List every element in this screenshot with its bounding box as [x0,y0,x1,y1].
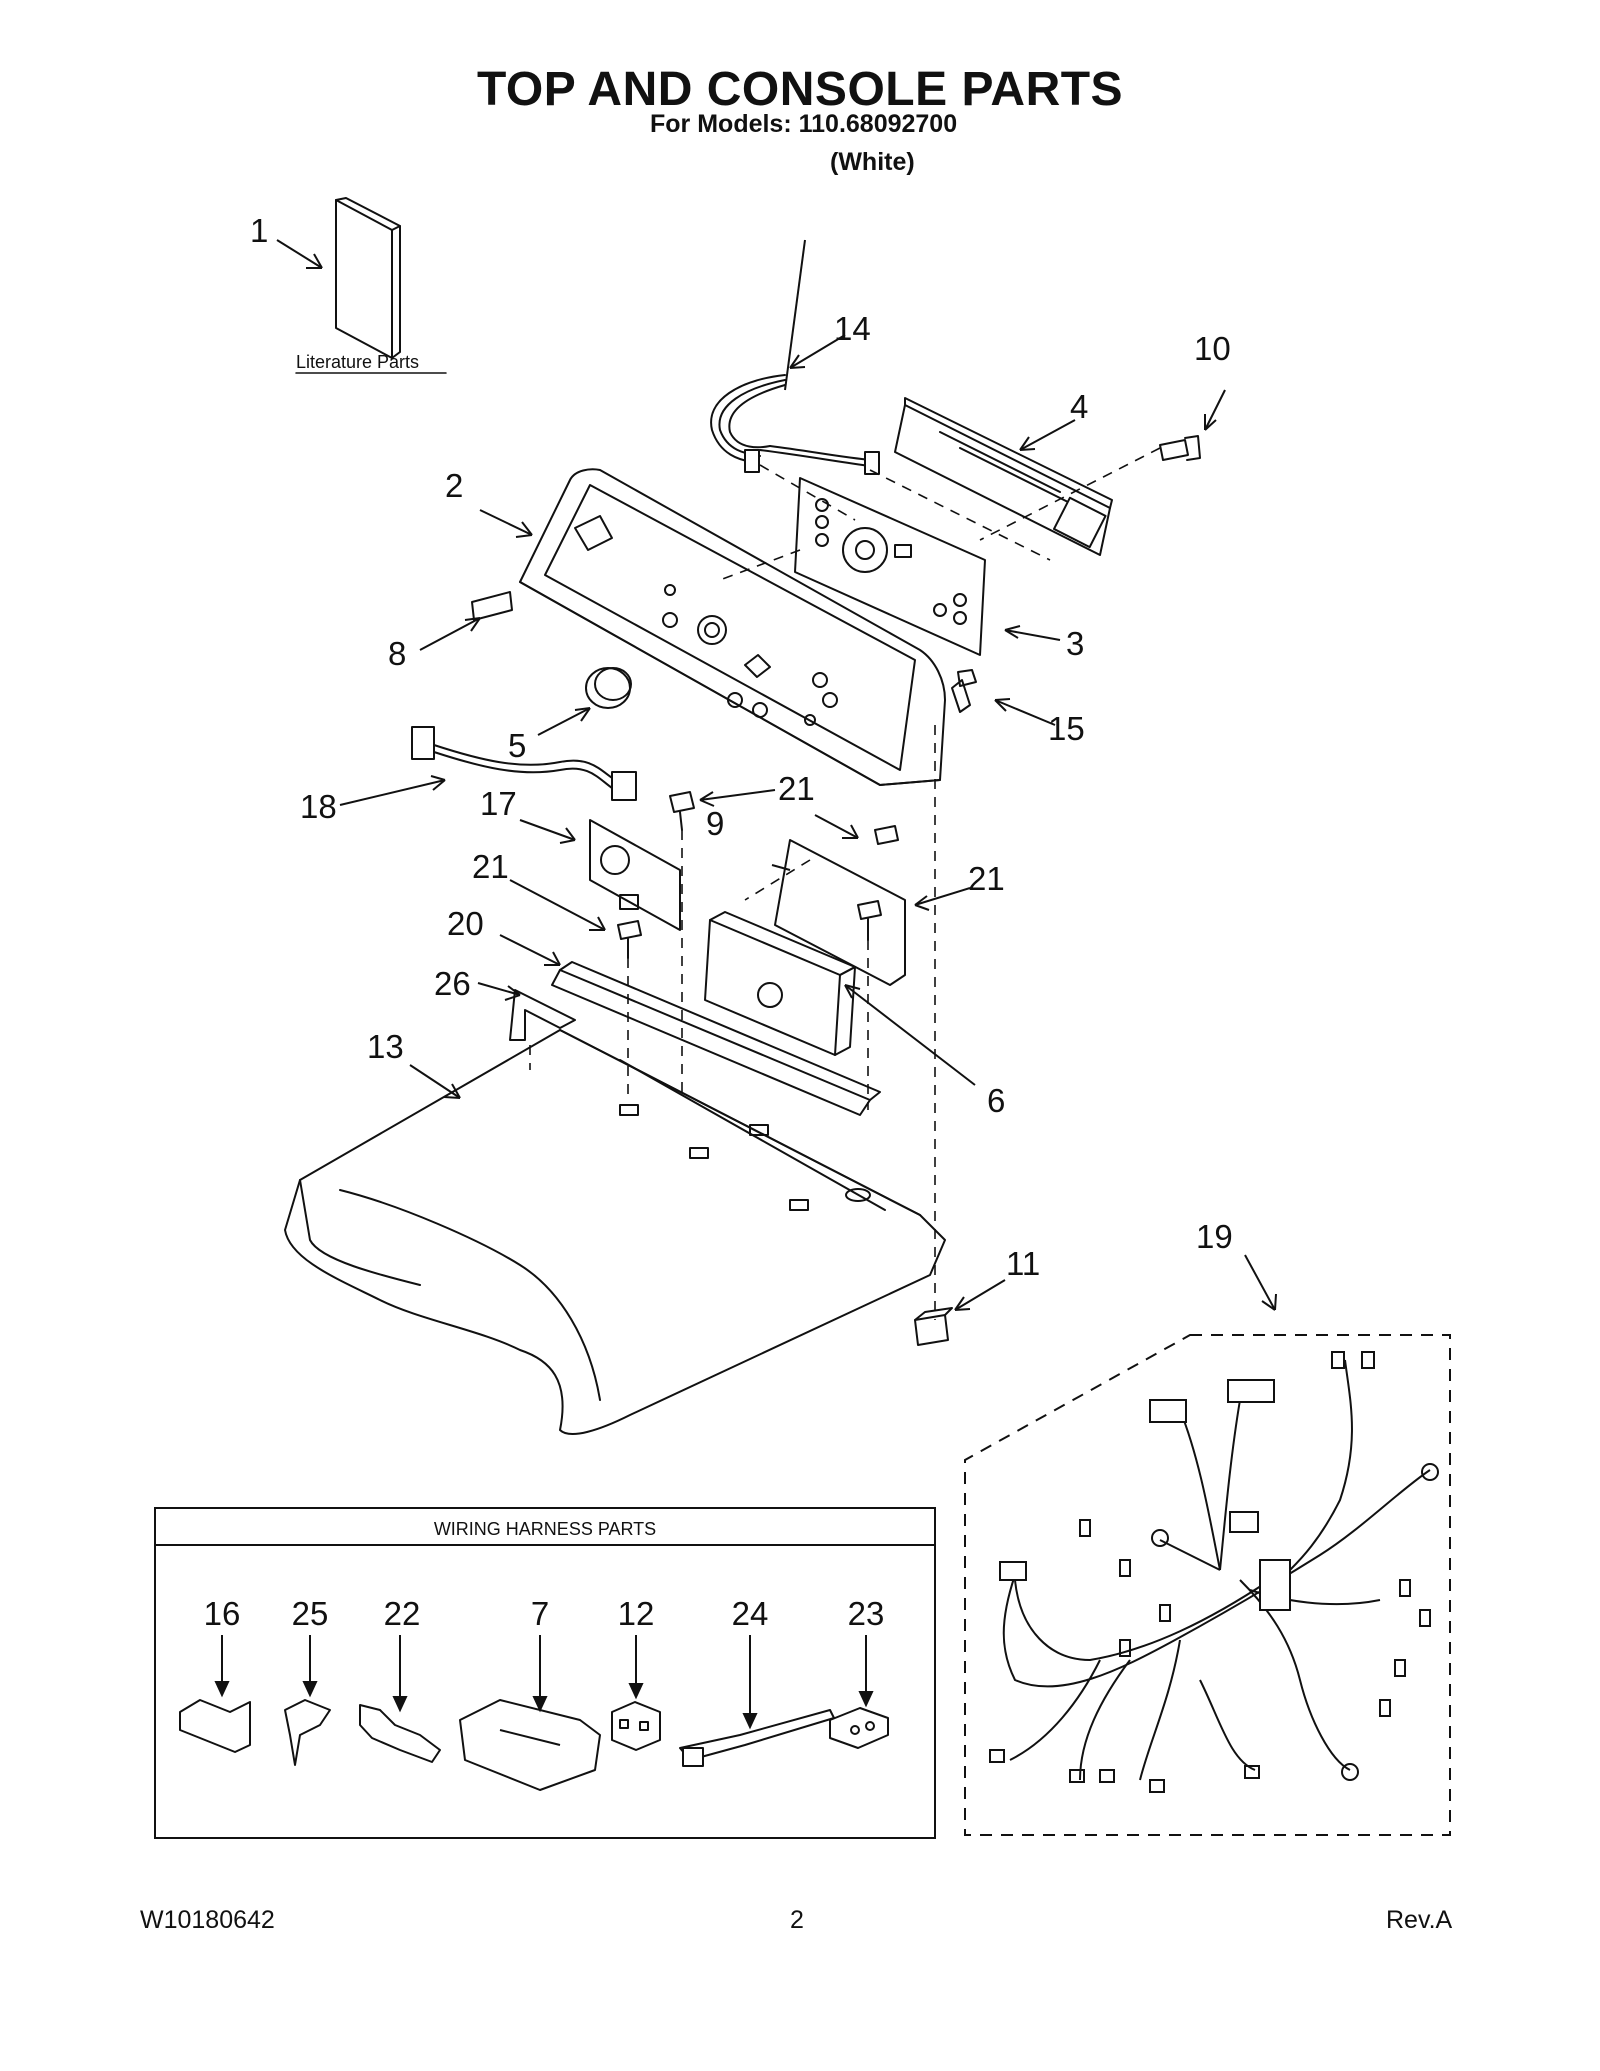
callout-19: 19 [1196,1218,1233,1255]
models-line: For Models: 110.68092700 [650,110,958,138]
harness-callout-22: 22 [384,1595,421,1632]
callout-14: 14 [834,310,871,347]
harness-callout-7: 7 [531,1595,549,1632]
harness-callout-23: 23 [848,1595,885,1632]
screw-part-21-left[interactable] [617,920,642,959]
harness-part-16-connector[interactable] [179,1699,251,1753]
console-housing[interactable] [519,468,946,786]
console-badge[interactable] [471,591,513,621]
harness-callout-24: 24 [732,1595,769,1632]
mounting-plate[interactable] [774,839,906,986]
callout-21-top: 21 [778,770,815,807]
foam-strip[interactable] [509,989,576,1041]
console-back-panel[interactable] [894,397,1113,556]
callout-6: 6 [987,1082,1005,1119]
main-wire-harness[interactable] [989,1351,1439,1793]
callout-13: 13 [367,1028,404,1065]
harness-part-25-clip[interactable] [284,1699,331,1766]
page-number: 2 [790,1906,804,1934]
harness-callout-25: 25 [292,1595,329,1632]
harness-callout-12: 12 [618,1595,655,1632]
harness-part-7-housing[interactable] [459,1699,601,1791]
harness-part-24-cable-tie[interactable] [679,1709,835,1767]
screw-part-15[interactable] [951,669,977,713]
wiring-harness-parts-title: WIRING HARNESS PARTS [434,1519,656,1539]
callout-9: 9 [706,805,724,842]
screw-part-10[interactable] [1159,435,1201,461]
callout-21-left: 21 [472,848,509,885]
callout-5: 5 [508,727,526,764]
callout-10: 10 [1194,330,1231,367]
literature-parts-label: Literature Parts [296,352,419,372]
literature-booklet[interactable] [335,197,401,359]
module-housing[interactable] [704,911,856,1056]
callout-1: 1 [250,212,268,249]
harness-part-12-plug[interactable] [611,1701,661,1751]
screw-part-21-top[interactable] [669,791,695,831]
callout-21-right: 21 [968,860,1005,897]
callout-20: 20 [447,905,484,942]
screw-part-21-right[interactable] [874,825,899,845]
console-rail[interactable] [551,961,881,1116]
callout-4: 4 [1070,388,1088,425]
harness-callout-16: 16 [204,1595,241,1632]
color-variant: (White) [830,148,915,176]
callout-26: 26 [434,965,471,1002]
revision: Rev.A [1386,1906,1453,1934]
main-top-panel[interactable] [284,1029,946,1435]
page-title: TOP AND CONSOLE PARTS [476,63,1124,116]
electronic-module[interactable] [589,819,681,931]
callout-2: 2 [445,467,463,504]
assembly-lines [529,447,1161,1320]
callout-8: 8 [388,635,406,672]
harness-part-22-terminal[interactable] [359,1704,441,1763]
wiring-harness-parts-box [154,1507,936,1839]
foot-grommet[interactable] [914,1307,953,1346]
harness-part-23-ferrite[interactable] [829,1707,889,1749]
doc-number: W10180642 [140,1906,275,1934]
callout-17: 17 [480,785,517,822]
callout-11: 11 [1006,1245,1040,1282]
control-board[interactable] [794,477,986,656]
leader-arrows [276,239,1277,1311]
harness-callout-outline [964,1334,1451,1836]
callout-18: 18 [300,788,337,825]
control-knob[interactable] [585,667,632,709]
callout-15: 15 [1048,710,1085,747]
screw-part-21-middle[interactable] [857,900,882,941]
sensor-wire-harness[interactable] [411,726,637,801]
harness-part-arrows [214,1635,874,1730]
callout-3: 3 [1066,625,1084,662]
console-wire-harness[interactable] [710,374,880,475]
